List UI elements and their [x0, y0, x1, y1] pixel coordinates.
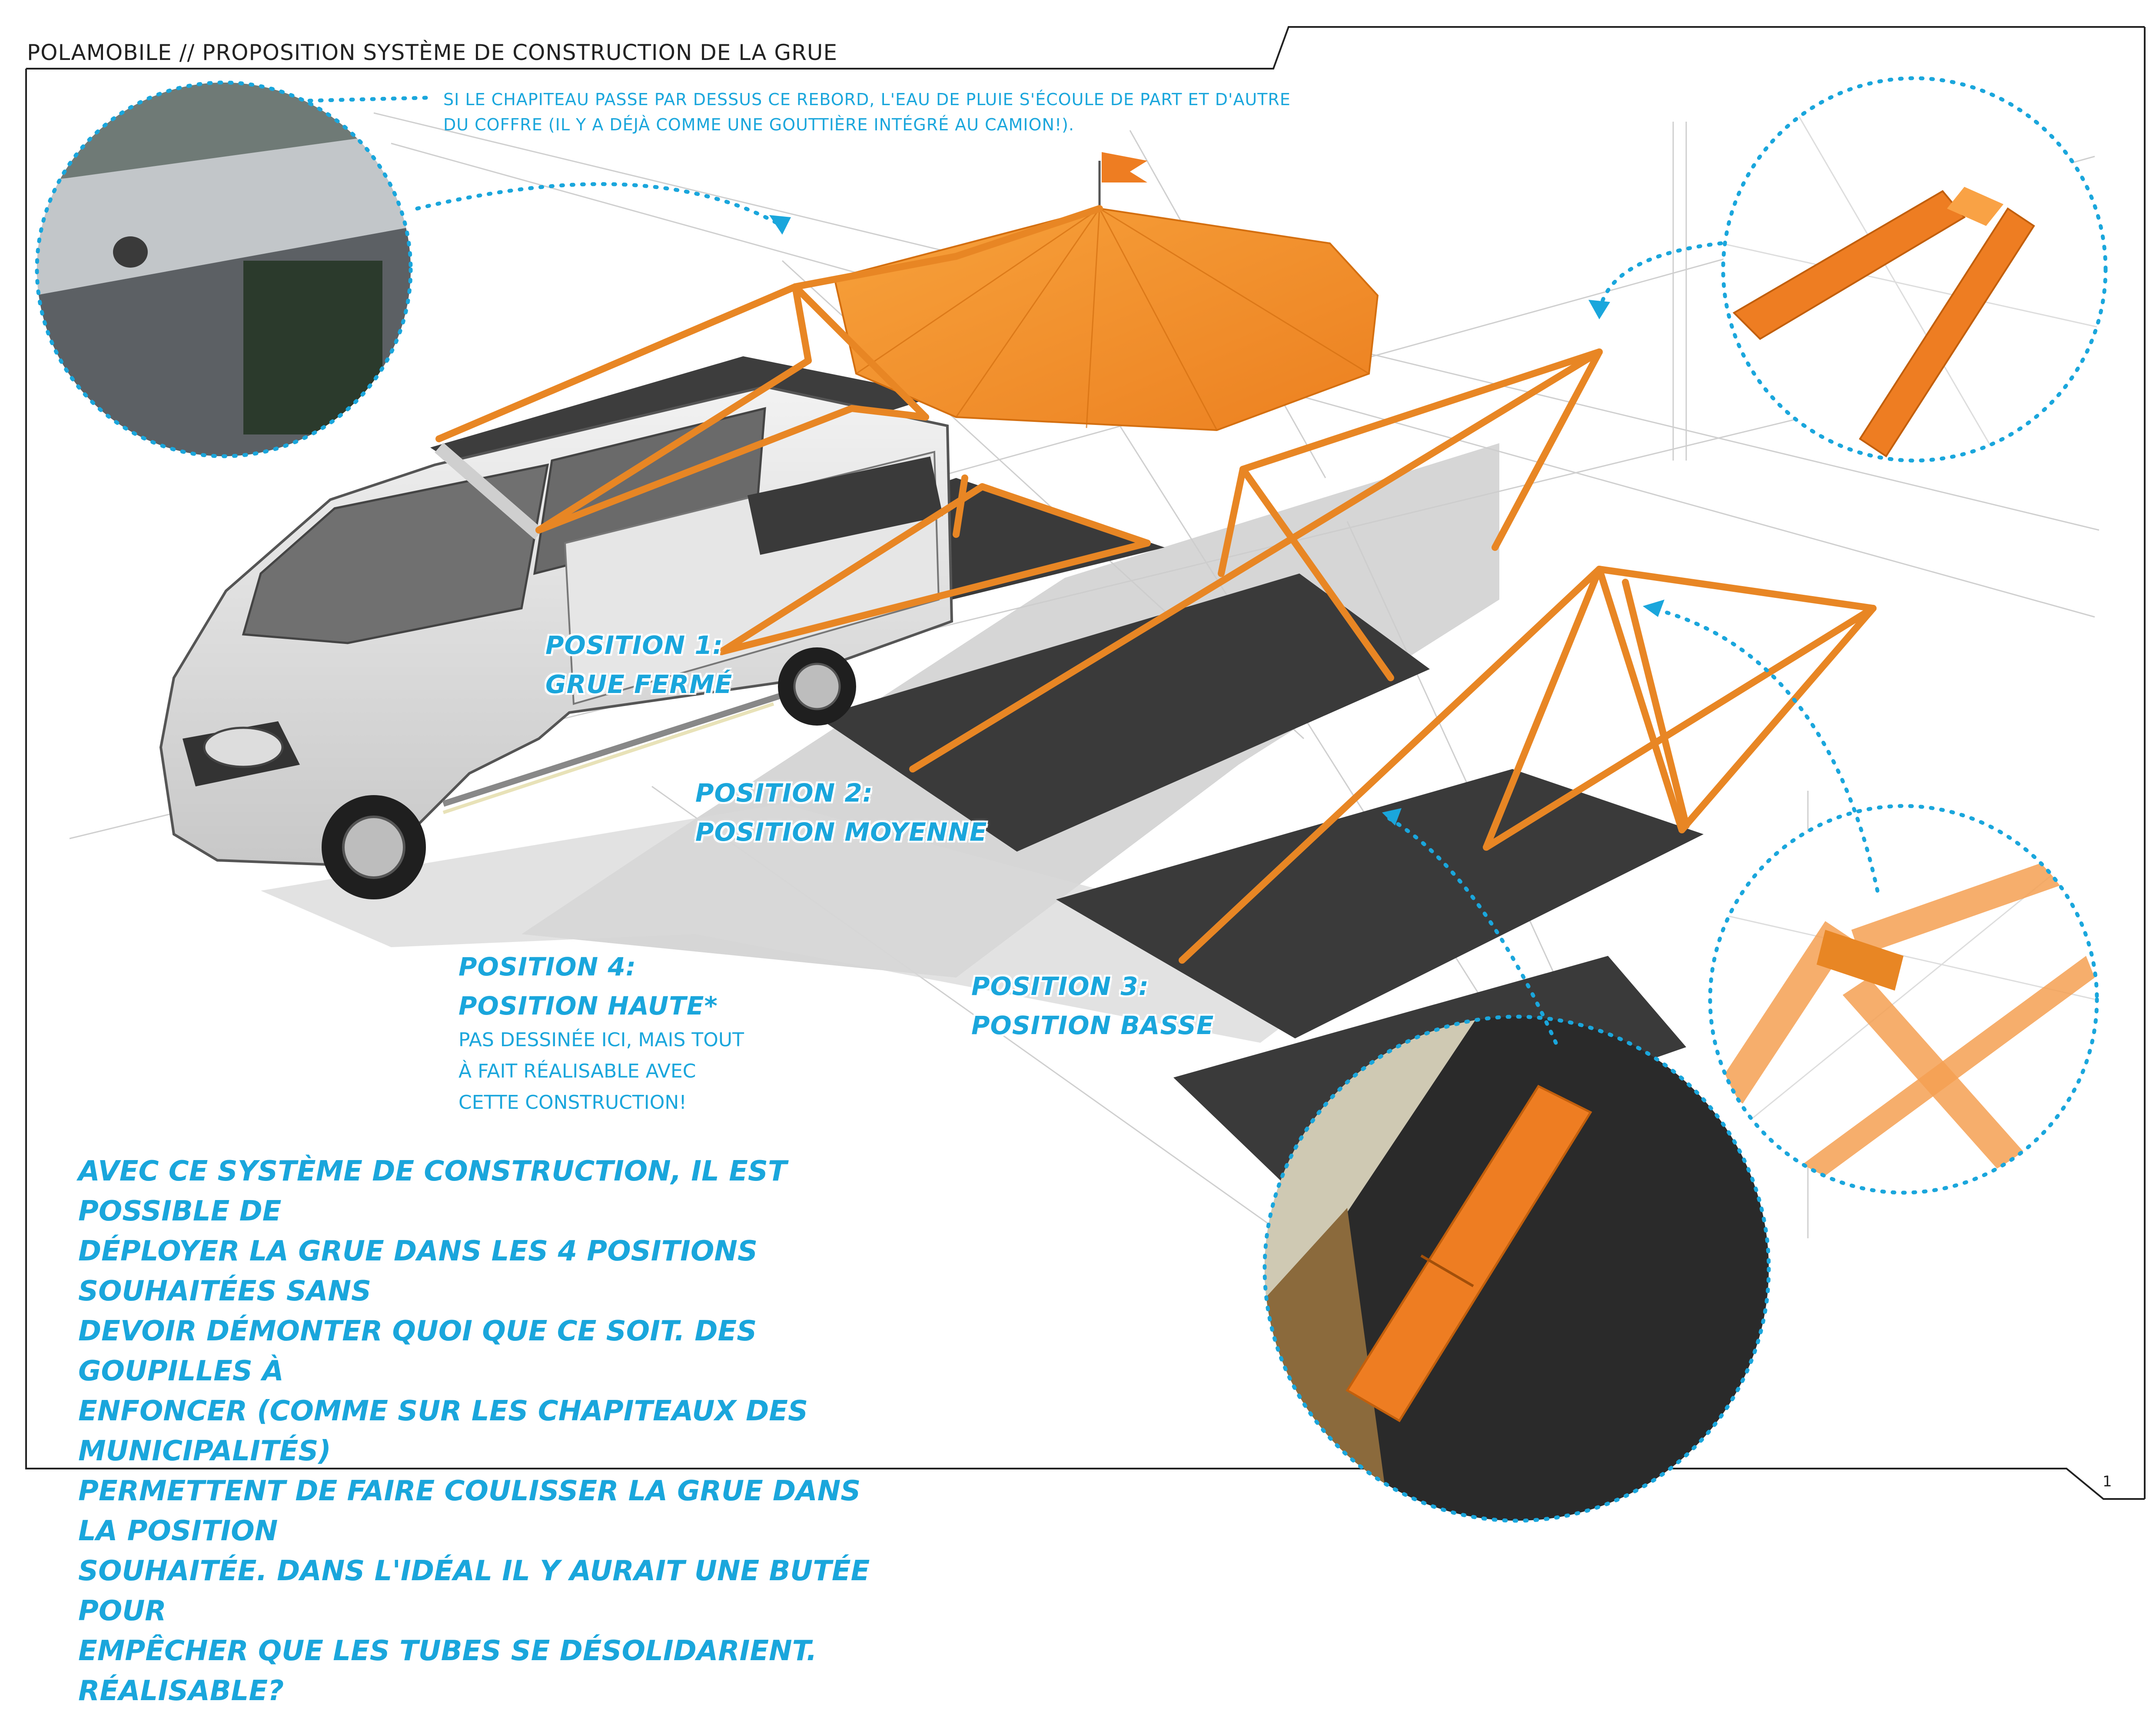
page-number: 1 — [2103, 1473, 2112, 1490]
chapiteau-tent — [833, 152, 1379, 431]
floor-plate-3 — [1056, 769, 1704, 1038]
gutter-callout: SI LE CHAPITEAU PASSE PAR DESSUS CE REBO… — [443, 87, 1291, 137]
leader-arrows — [302, 96, 1880, 1045]
floor-plate-2 — [817, 574, 1430, 852]
gutter-callout-line-2: DU COFFRE (IL Y A DÉJÀ COMME UNE GOUTTIÈ… — [443, 115, 1075, 134]
page-title: POLAMOBILE // PROPOSITION SYSTÈME DE CON… — [27, 40, 838, 65]
detail-photo-sleeve — [1262, 1015, 1771, 1523]
detail-joint-middle — [1708, 804, 2099, 1195]
description-line-2: DÉPLOYER LA GRUE DANS LES 4 POSITIONS SO… — [78, 1235, 758, 1307]
position-3-label: POSITION 3: POSITION BASSE — [971, 967, 1214, 1045]
position-1-subtitle: GRUE FERMÉ — [545, 670, 733, 699]
position-2-label: POSITION 2: POSITION MOYENNE — [695, 773, 987, 852]
position-2-subtitle: POSITION MOYENNE — [695, 817, 987, 847]
description-line-7: EMPÊCHER QUE LES TUBES SE DÉSOLIDARIENT.… — [78, 1635, 817, 1707]
position-4-note: PAS DESSINÉE ICI, MAIS TOUT À FAIT RÉALI… — [458, 1025, 744, 1118]
position-4-note-line-1: PAS DESSINÉE ICI, MAIS TOUT — [458, 1029, 744, 1051]
detail-photo-gutter — [35, 80, 413, 458]
position-4-title: POSITION 4: — [458, 952, 636, 982]
position-4-label: POSITION 4: POSITION HAUTE* — [458, 947, 718, 1025]
position-1-title: POSITION 1: — [545, 630, 723, 660]
position-3-subtitle: POSITION BASSE — [971, 1011, 1214, 1040]
description-line-3: DEVOIR DÉMONTER QUOI QUE CE SOIT. DES GO… — [78, 1315, 757, 1387]
construction-description: AVEC CE SYSTÈME DE CONSTRUCTION, IL EST … — [78, 1151, 904, 1711]
crane-structures — [435, 205, 1877, 964]
position-4-note-line-3: CETTE CONSTRUCTION! — [458, 1091, 687, 1114]
position-2-title: POSITION 2: — [695, 778, 873, 808]
description-line-4: ENFONCER (COMME SUR LES CHAPITEAUX DES M… — [78, 1395, 808, 1467]
page-frame — [25, 26, 2146, 1500]
description-line-6: SOUHAITÉE. DANS L'IDÉAL IL Y AURAIT UNE … — [78, 1555, 870, 1627]
flag-icon — [1102, 152, 1147, 182]
detail-joint-top — [1721, 76, 2108, 463]
position-4-subtitle: POSITION HAUTE* — [458, 991, 718, 1021]
arrowheads — [769, 215, 1664, 826]
description-line-1: AVEC CE SYSTÈME DE CONSTRUCTION, IL EST … — [78, 1155, 787, 1227]
diagram-canvas — [25, 26, 2146, 1523]
position-1-label: POSITION 1: GRUE FERMÉ — [545, 626, 732, 704]
description-line-5: PERMETTENT DE FAIRE COULISSER LA GRUE DA… — [78, 1475, 861, 1547]
van-illustration — [159, 385, 953, 899]
gutter-callout-line-1: SI LE CHAPITEAU PASSE PAR DESSUS CE REBO… — [443, 90, 1291, 109]
position-3-title: POSITION 3: — [971, 972, 1149, 1001]
position-4-note-line-2: À FAIT RÉALISABLE AVEC — [458, 1060, 696, 1082]
